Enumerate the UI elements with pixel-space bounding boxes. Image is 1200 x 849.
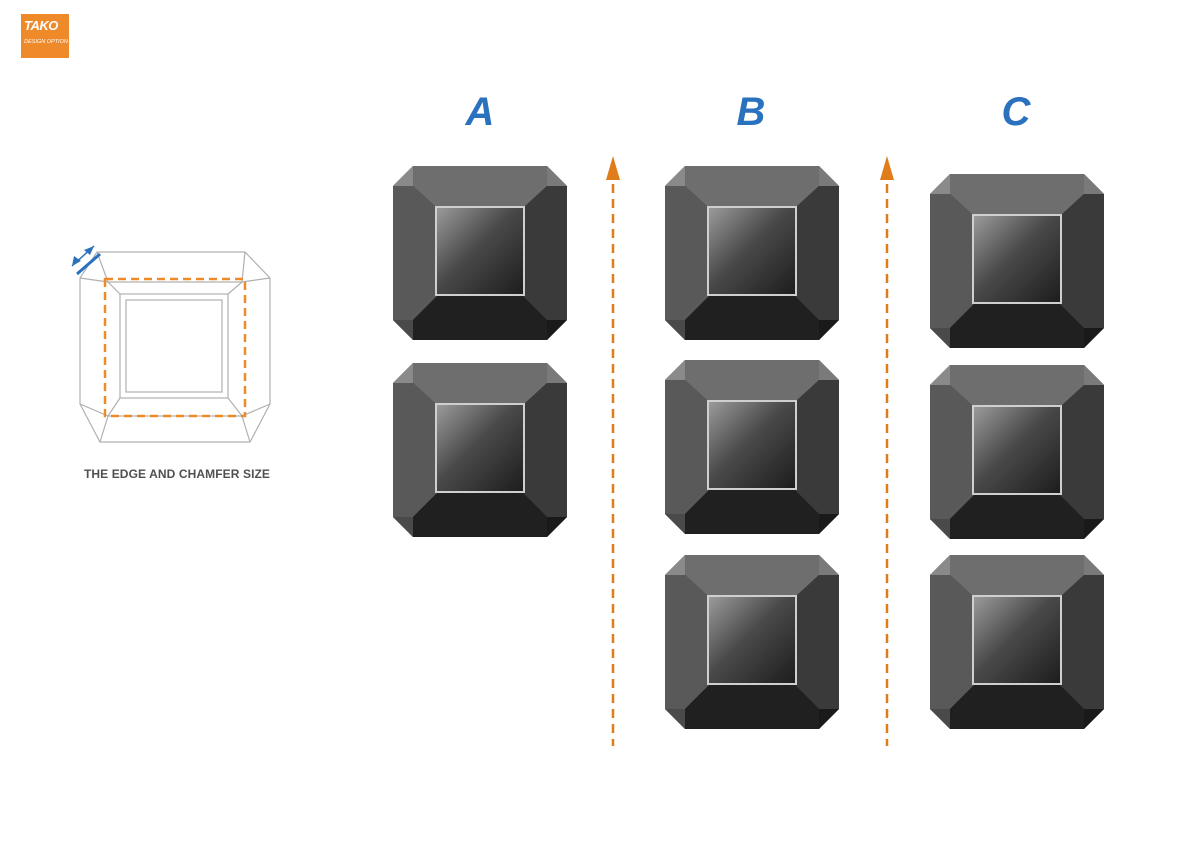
column-label-a: A bbox=[465, 90, 495, 134]
keycap-c-2 bbox=[930, 365, 1104, 539]
keycap-b-2 bbox=[665, 360, 839, 534]
keycap-c-3 bbox=[930, 555, 1104, 729]
logo-subtitle: DESIGN OPTION bbox=[24, 39, 68, 45]
up-arrow-icon bbox=[606, 156, 620, 746]
column-label-c: C bbox=[1001, 90, 1031, 134]
keycap-a-2 bbox=[393, 363, 567, 537]
column-label-b: B bbox=[736, 90, 766, 134]
keycap-b-3 bbox=[665, 555, 839, 729]
tako-logo: TAKO DESIGN OPTION bbox=[21, 14, 69, 58]
chamfer-schematic bbox=[79, 251, 271, 443]
logo-brand: TAKO bbox=[24, 18, 58, 33]
keycap-c-1 bbox=[930, 174, 1104, 348]
keycap-b-1 bbox=[665, 166, 839, 340]
schematic-caption: THE EDGE AND CHAMFER SIZE bbox=[83, 467, 271, 481]
up-arrow-icon bbox=[880, 156, 894, 746]
keycap-a-1 bbox=[393, 166, 567, 340]
double-arrow-icon bbox=[71, 245, 101, 276]
